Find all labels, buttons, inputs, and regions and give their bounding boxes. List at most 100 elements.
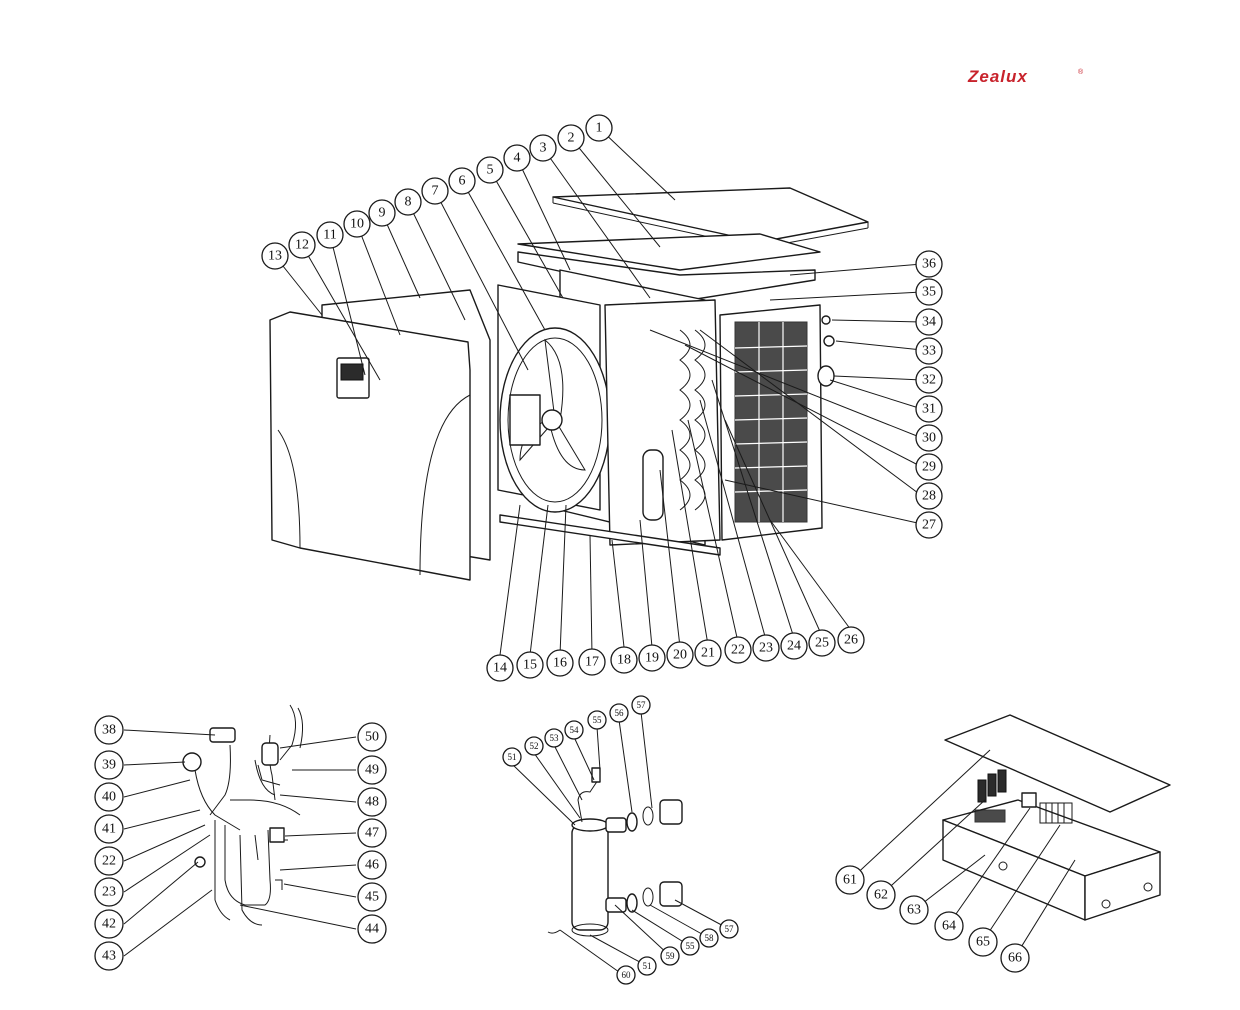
- svg-text:42: 42: [102, 917, 116, 932]
- electrical-callouts: 61 62 63 64 65 66: [835, 865, 1030, 973]
- piping-leader-lines: [123, 729, 357, 957]
- svg-text:23: 23: [759, 641, 773, 656]
- callout-10: 10: [343, 210, 371, 238]
- svg-text:57: 57: [725, 924, 735, 934]
- callout-8: 8: [394, 188, 422, 216]
- callout-25: 25: [808, 629, 836, 657]
- svg-text:35: 35: [922, 285, 936, 300]
- callout-59: 59: [660, 946, 680, 966]
- svg-text:19: 19: [645, 651, 659, 666]
- svg-text:48: 48: [365, 795, 379, 810]
- callout-64: 64: [934, 911, 964, 941]
- callout-23: 23: [752, 634, 780, 662]
- svg-text:51: 51: [508, 752, 517, 762]
- svg-text:4: 4: [514, 151, 521, 166]
- callout-26: 26: [837, 626, 865, 654]
- svg-text:10: 10: [350, 217, 364, 232]
- main-callouts: 1 2 3 4 5 6 7 8 9 10 11 12 13 14 15 16 1…: [261, 114, 943, 682]
- electrical-leader-lines: [849, 749, 1076, 958]
- exchanger-leader-lines: [511, 711, 730, 978]
- callout-15: 15: [516, 651, 544, 679]
- callout-3: 3: [529, 134, 557, 162]
- heat-exchanger-assembly: [547, 767, 683, 937]
- callout-16: 16: [546, 649, 574, 677]
- callout-51a: 51: [502, 747, 522, 767]
- svg-text:23: 23: [102, 885, 116, 900]
- svg-text:17: 17: [585, 655, 599, 670]
- main-unit-assembly: [269, 187, 869, 581]
- svg-text:25: 25: [815, 636, 829, 651]
- svg-text:2: 2: [568, 131, 575, 146]
- callout-6: 6: [448, 167, 476, 195]
- callout-48: 48: [357, 787, 387, 817]
- callout-14: 14: [486, 654, 514, 682]
- svg-text:31: 31: [922, 402, 936, 417]
- svg-text:6: 6: [459, 174, 466, 189]
- callout-2: 2: [557, 124, 585, 152]
- callout-53: 53: [544, 728, 564, 748]
- svg-text:47: 47: [365, 826, 379, 841]
- callout-49: 49: [357, 755, 387, 785]
- svg-text:46: 46: [365, 858, 379, 873]
- svg-text:63: 63: [907, 903, 921, 918]
- callout-66: 66: [1000, 943, 1030, 973]
- svg-text:30: 30: [922, 431, 936, 446]
- svg-text:29: 29: [922, 460, 936, 475]
- callout-22: 22: [724, 636, 752, 664]
- svg-text:54: 54: [570, 725, 580, 735]
- callout-60: 60: [616, 965, 636, 985]
- callout-46: 46: [357, 850, 387, 880]
- svg-text:64: 64: [942, 919, 956, 934]
- svg-text:65: 65: [976, 935, 990, 950]
- callout-39: 39: [94, 750, 124, 780]
- svg-text:36: 36: [922, 257, 936, 272]
- svg-text:33: 33: [922, 344, 936, 359]
- callout-62: 62: [866, 880, 896, 910]
- svg-text:18: 18: [617, 653, 631, 668]
- callout-58: 58: [699, 928, 719, 948]
- svg-text:61: 61: [843, 873, 857, 888]
- callout-45: 45: [357, 882, 387, 912]
- svg-text:11: 11: [323, 228, 336, 243]
- svg-text:8: 8: [405, 195, 412, 210]
- main-leader-lines: [274, 127, 923, 656]
- callout-43: 43: [94, 941, 124, 971]
- callout-29: 29: [915, 453, 943, 481]
- refrigerant-piping-assembly: [182, 704, 304, 926]
- callout-36: 36: [915, 250, 943, 278]
- svg-text:26: 26: [844, 633, 858, 648]
- callout-38: 38: [94, 715, 124, 745]
- svg-text:20: 20: [673, 648, 687, 663]
- brand-logo-text: Zealux: [967, 67, 1028, 86]
- callout-31: 31: [915, 395, 943, 423]
- svg-text:45: 45: [365, 890, 379, 905]
- svg-text:43: 43: [102, 949, 116, 964]
- svg-text:28: 28: [922, 489, 936, 504]
- callout-24: 24: [780, 632, 808, 660]
- svg-text:1: 1: [596, 121, 603, 136]
- callout-21: 21: [694, 639, 722, 667]
- callout-63: 63: [899, 895, 929, 925]
- callout-34: 34: [915, 308, 943, 336]
- svg-text:49: 49: [365, 763, 379, 778]
- exchanger-callouts: 51 52 53 54 55 56 57 51 59 55 58 57 60: [502, 695, 739, 985]
- svg-text:51: 51: [643, 961, 652, 971]
- callout-57a: 57: [631, 695, 651, 715]
- callout-61: 61: [835, 865, 865, 895]
- callout-32: 32: [915, 366, 943, 394]
- callout-56: 56: [609, 703, 629, 723]
- svg-text:52: 52: [530, 741, 539, 751]
- svg-text:66: 66: [1008, 951, 1022, 966]
- callout-23b: 23: [94, 877, 124, 907]
- svg-text:38: 38: [102, 723, 116, 738]
- svg-text:7: 7: [432, 184, 439, 199]
- svg-text:9: 9: [379, 206, 386, 221]
- brand-logo-registered: ®: [1078, 68, 1084, 76]
- svg-text:56: 56: [615, 708, 625, 718]
- svg-text:27: 27: [922, 518, 936, 533]
- callout-28: 28: [915, 482, 943, 510]
- svg-text:12: 12: [295, 238, 309, 253]
- callout-1: 1: [585, 114, 613, 142]
- callout-51b: 51: [637, 956, 657, 976]
